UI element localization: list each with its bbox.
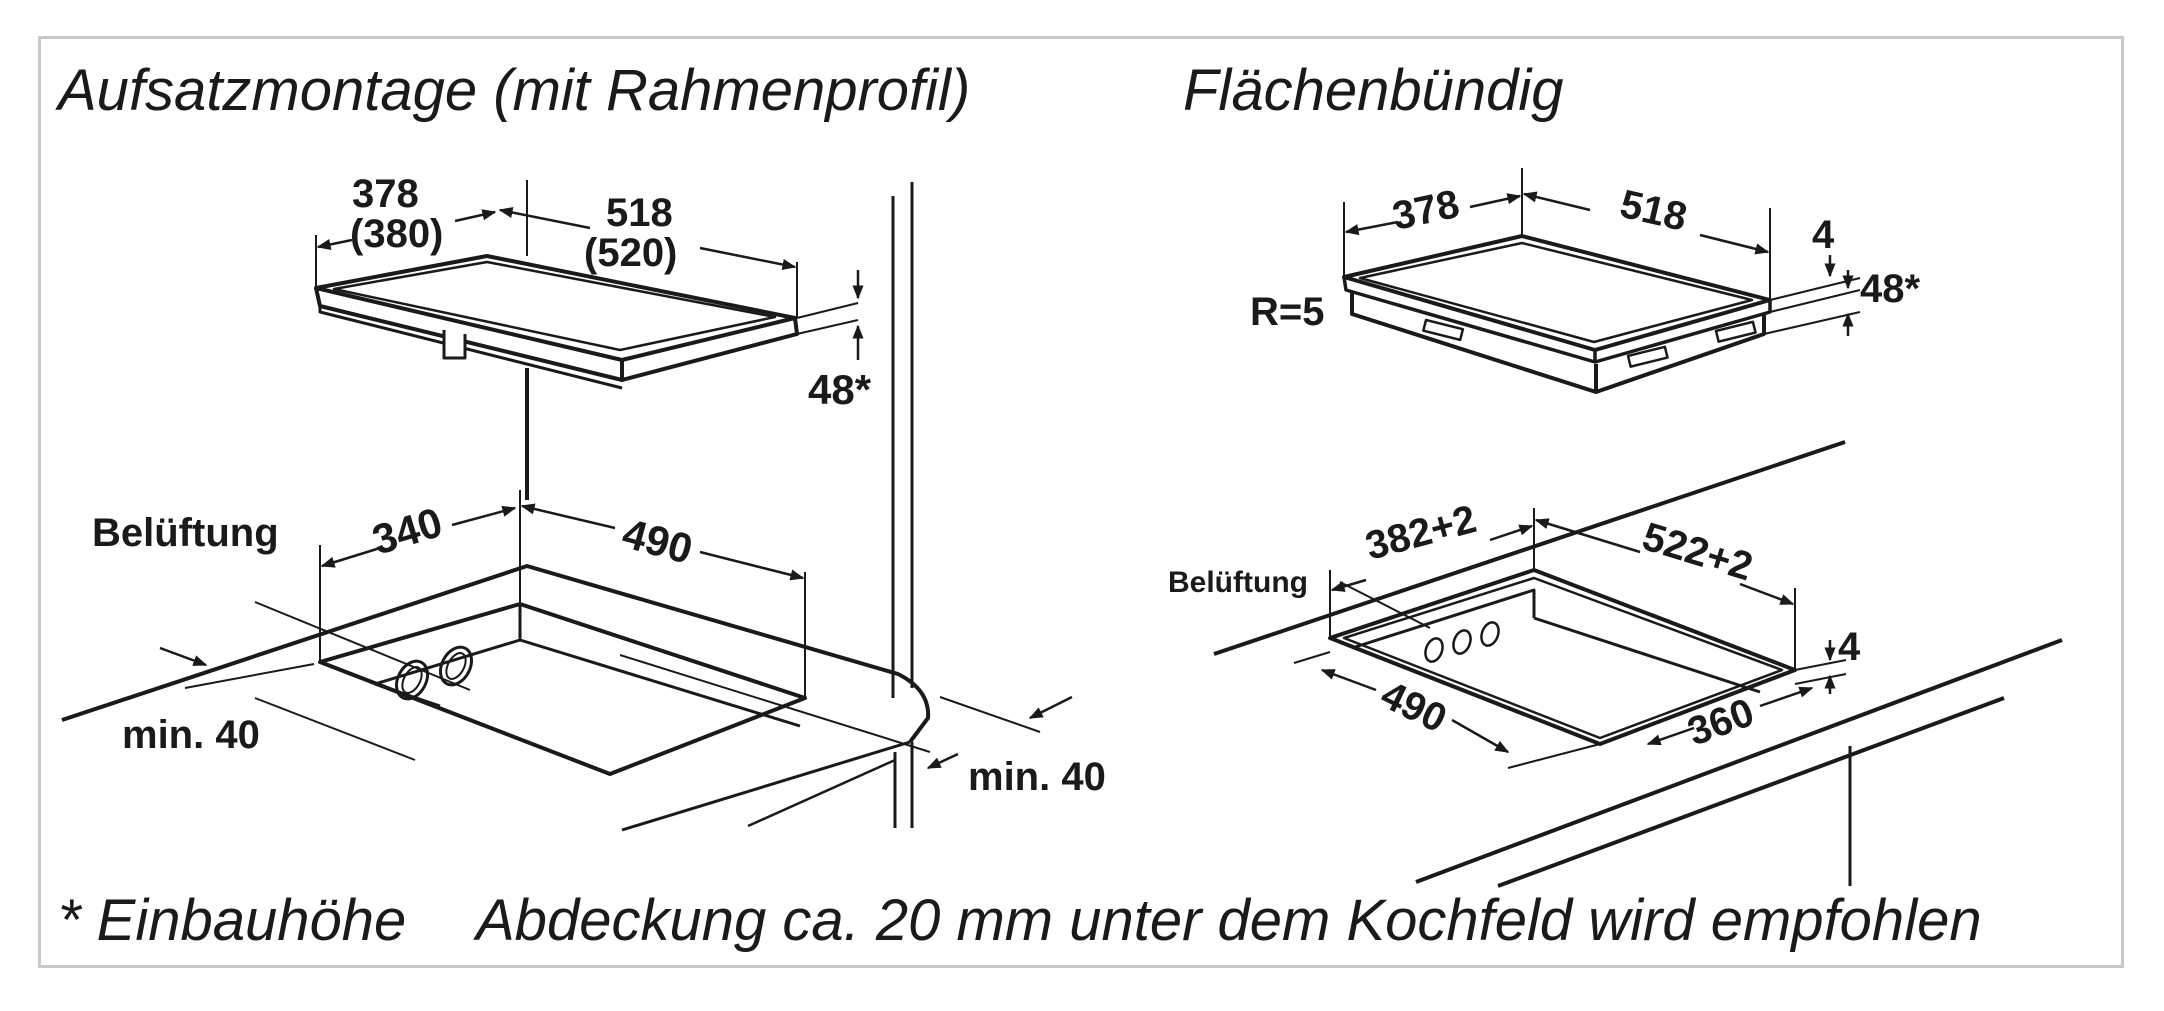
right-hob-dimensions (1344, 191, 1854, 336)
right-cutout-label: Belüftung (1168, 566, 1308, 599)
right-cutout-depth: 522+2 (1637, 515, 1757, 590)
right-hob-width: 378 (1389, 182, 1463, 239)
left-hob-height: 48* (808, 366, 872, 413)
right-hob-depth: 518 (1616, 182, 1691, 240)
right-hob (1342, 234, 1772, 394)
left-hob-depth-alt: (520) (584, 231, 677, 275)
footer-recommendation: Abdeckung ca. 20 mm unter dem Kochfeld w… (476, 888, 1982, 953)
left-min-front: min. 40 (122, 713, 260, 757)
title-surface-mount: Aufsatzmontage (mit Rahmenprofil) (58, 58, 971, 123)
left-hob (314, 254, 799, 390)
left-guides (315, 180, 859, 500)
right-cutout-step: 4 (1838, 625, 1861, 669)
right-cutout-width: 382+2 (1361, 497, 1481, 569)
right-hob-radius: R=5 (1250, 290, 1325, 334)
right-hob-rim: 4 (1812, 213, 1835, 257)
right-cutout-dimensions (1320, 518, 1836, 754)
left-hob-width-alt: (380) (350, 212, 443, 256)
left-cutout-dimensions (159, 503, 1073, 770)
right-countertop (1213, 440, 2063, 888)
footer-note: * Einbauhöhe (58, 888, 407, 953)
right-hob-height: 48* (1860, 267, 1920, 311)
left-countertop (61, 182, 1041, 832)
left-cutout-width: 340 (367, 498, 448, 563)
title-flush-mount: Flächenbündig (1183, 58, 1564, 123)
left-cutout-label: Belüftung (92, 511, 279, 555)
diagram-frame (38, 36, 2124, 968)
left-hob-dimensions (316, 206, 864, 360)
left-hob-width: 378 (352, 172, 419, 216)
left-hob-depth: 518 (606, 191, 673, 235)
left-cutout-depth: 490 (618, 509, 698, 573)
left-min-back: min. 40 (968, 755, 1106, 799)
